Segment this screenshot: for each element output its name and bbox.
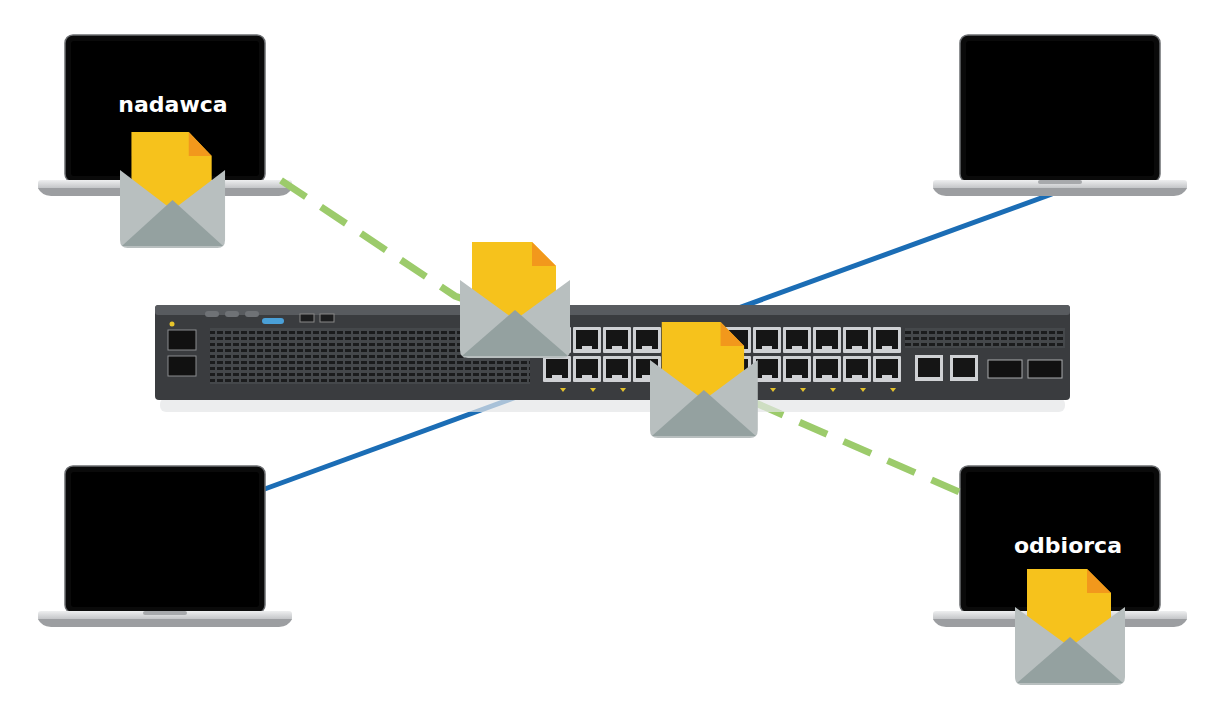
button <box>245 311 259 317</box>
envelope-icon <box>1015 569 1125 685</box>
laptop <box>38 466 292 627</box>
envelope-icon <box>460 242 570 358</box>
sfp-slot <box>1028 360 1062 378</box>
sfp-slot <box>988 360 1022 378</box>
switch-body <box>155 305 1070 400</box>
laptop-screen-node: nadawca <box>65 35 281 182</box>
console-port <box>168 356 196 376</box>
switch-reflection <box>160 398 1065 412</box>
button <box>225 311 239 317</box>
envelope-icon <box>650 322 758 438</box>
laptop <box>933 35 1187 196</box>
envelope-icon <box>120 132 225 248</box>
usb-port <box>300 314 314 322</box>
uplink-port <box>918 358 940 377</box>
laptop-label: odbiorca <box>960 533 1176 559</box>
button <box>262 318 284 324</box>
laptop-screen-node: odbiorca <box>960 466 1176 613</box>
uplink-port <box>953 358 975 377</box>
button <box>205 311 219 317</box>
console-port <box>168 330 196 350</box>
laptop-label: nadawca <box>65 92 281 118</box>
uplink-port <box>915 355 943 381</box>
switch-top-strip <box>155 305 1070 315</box>
uplink-port <box>950 355 978 381</box>
vent-grid <box>905 328 1065 348</box>
status-led <box>170 322 175 327</box>
network-cable <box>700 194 1052 322</box>
usb-port <box>320 314 334 322</box>
